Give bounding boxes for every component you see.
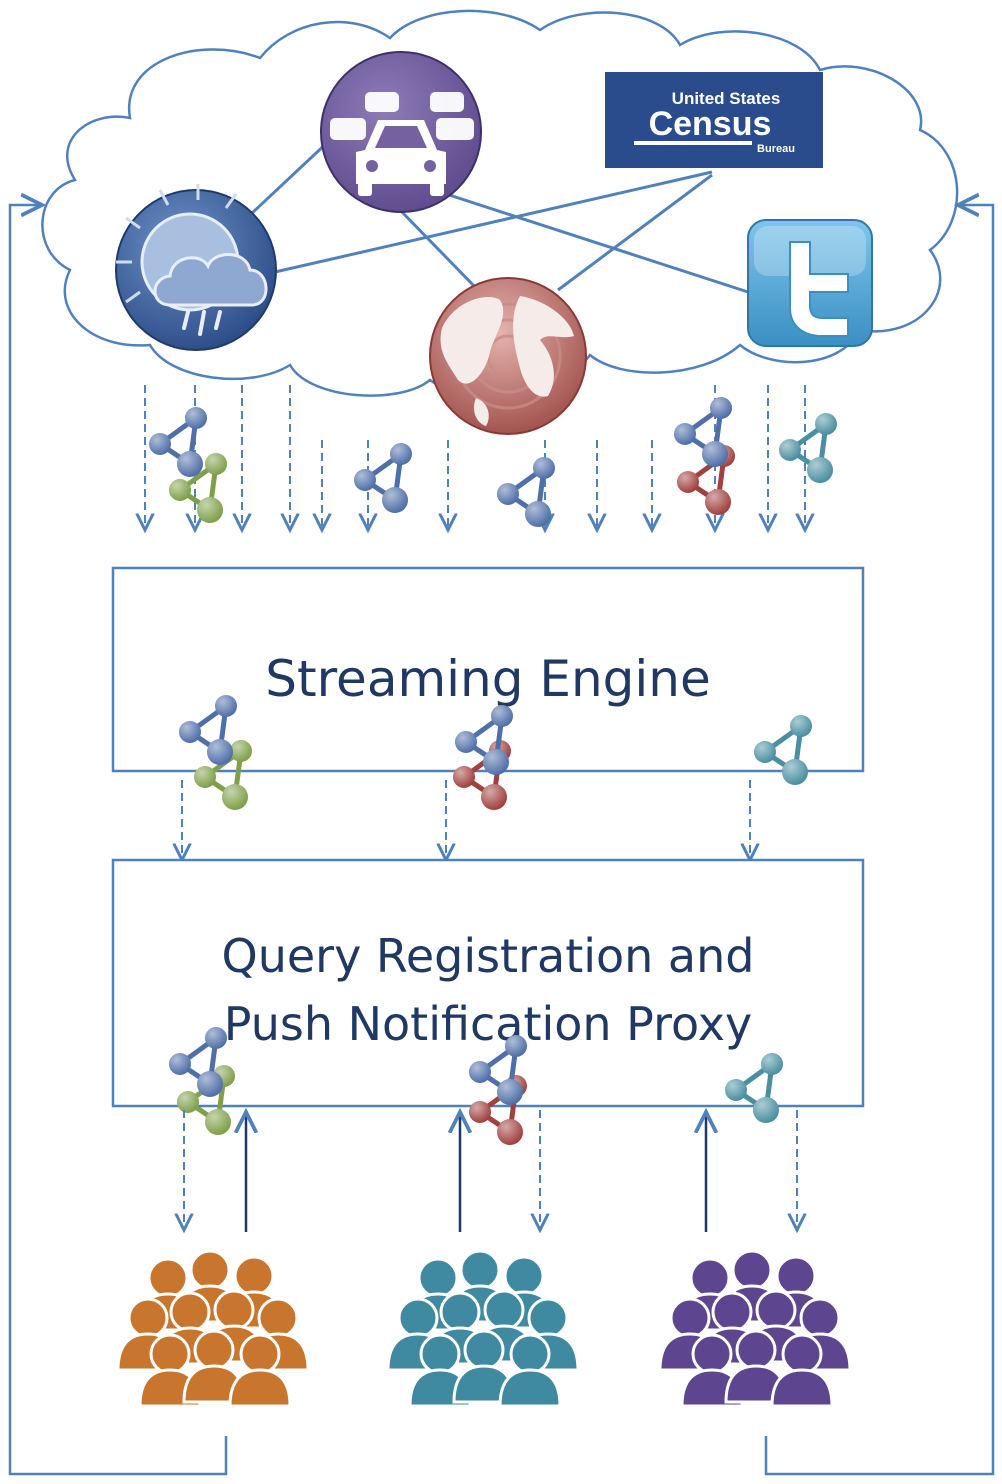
globe-icon xyxy=(429,277,587,435)
proxy-label-line1: Query Registration and xyxy=(222,929,755,983)
traffic-cars-icon xyxy=(320,51,482,213)
graph-molecule-blue xyxy=(674,397,732,467)
feedback-loop-left xyxy=(8,205,228,1476)
streaming-engine-label: Streaming Engine xyxy=(265,650,710,708)
incoming-stream-arrows xyxy=(145,385,805,530)
graph-molecule-blue xyxy=(497,457,555,527)
graph-molecule-blue xyxy=(354,443,412,513)
census-logo-line1: United States xyxy=(672,89,781,108)
engine-to-proxy-arrows xyxy=(182,780,750,860)
user-group-orange xyxy=(118,1251,308,1406)
graph-molecule-blue xyxy=(149,407,207,477)
user-group-icon xyxy=(118,1251,308,1406)
user-group-icon xyxy=(660,1251,850,1406)
user-group-teal xyxy=(388,1251,578,1406)
user-group-icon xyxy=(388,1251,578,1406)
user-group-purple xyxy=(660,1251,850,1406)
feedback-loop-right xyxy=(764,205,995,1476)
census-logo-line3: Bureau xyxy=(757,143,795,155)
twitter-bird-icon xyxy=(747,219,873,347)
proxy-user-arrows xyxy=(184,1110,797,1232)
census-logo-line2: Census xyxy=(649,105,772,143)
source-connections xyxy=(248,138,749,294)
proxy-label-line2: Push Notification Proxy xyxy=(224,997,752,1051)
graph-molecule-teal xyxy=(779,413,837,483)
streaming-engine-box: Streaming Engine xyxy=(111,566,865,773)
census-bureau-logo: United States Census Bureau xyxy=(605,72,823,168)
weather-sun-cloud-rain-icon xyxy=(115,184,277,351)
